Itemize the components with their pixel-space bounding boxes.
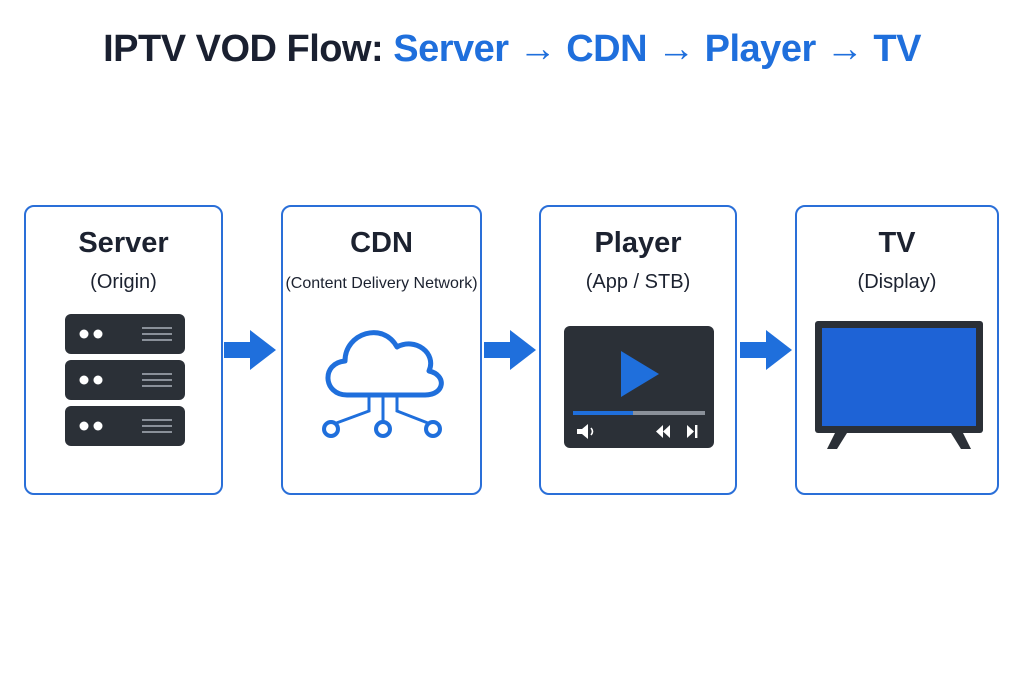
node-player: Player (App / STB)	[539, 205, 737, 495]
cloud-network-icon	[322, 330, 444, 438]
node-server-name: Server	[78, 227, 169, 259]
arrow-right-icon	[484, 330, 536, 370]
node-tv-name: TV	[878, 227, 916, 259]
video-player-icon	[564, 326, 714, 448]
node-server-subtitle: (Origin)	[90, 271, 157, 293]
node-cdn: CDN (Content Delivery Network)	[281, 205, 482, 495]
title-flow: Server → CDN → Player → TV	[393, 28, 921, 70]
node-cdn-subtitle: (Content Delivery Network)	[285, 275, 478, 292]
diagram-title: IPTV VOD Flow: Server → CDN → Player → T…	[0, 28, 1024, 71]
node-cdn-name: CDN	[350, 227, 413, 259]
node-player-subtitle: (App / STB)	[585, 271, 691, 293]
title-lead: IPTV VOD Flow:	[103, 28, 384, 70]
node-tv: TV (Display)	[795, 205, 999, 495]
node-player-name: Player	[594, 227, 682, 259]
server-rack-icon	[65, 314, 185, 446]
arrow-right-icon	[224, 330, 276, 370]
television-icon	[815, 321, 983, 449]
arrow-right-icon	[740, 330, 792, 370]
node-tv-subtitle: (Display)	[857, 271, 937, 293]
node-server: Server (Origin)	[24, 205, 223, 495]
